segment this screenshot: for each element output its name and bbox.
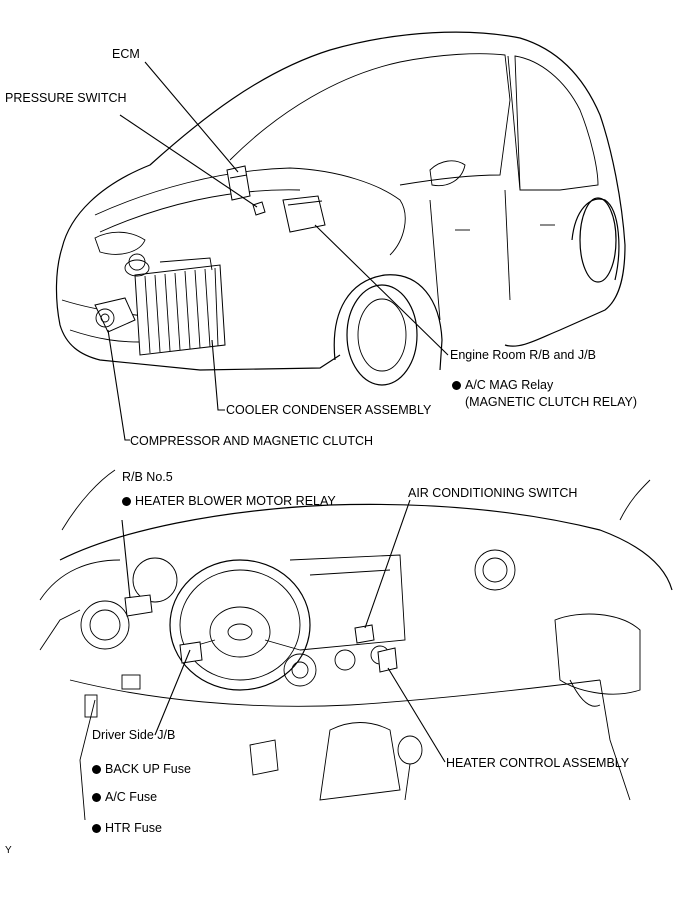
backup-fuse-label: BACK UP Fuse bbox=[92, 762, 191, 777]
pressure-switch-label: PRESSURE SWITCH bbox=[5, 91, 127, 105]
rb-no5-label: R/B No.5 bbox=[122, 470, 173, 484]
driver-side-jb-label: Driver Side J/B bbox=[92, 728, 176, 742]
compressor-clutch-label: COMPRESSOR AND MAGNETIC CLUTCH bbox=[130, 434, 374, 448]
ac-mag-relay-label: A/C MAG Relay bbox=[452, 378, 553, 393]
htr-fuse-label: HTR Fuse bbox=[92, 821, 162, 836]
ac-switch-label: AIR CONDITIONING SWITCH bbox=[408, 486, 578, 500]
corner-mark: Y bbox=[5, 845, 12, 856]
engine-room-rb-jb-label: Engine Room R/B and J/B bbox=[450, 348, 596, 362]
ecm-label: ECM bbox=[112, 47, 140, 61]
magnetic-clutch-relay-label: (MAGNETIC CLUTCH RELAY) bbox=[465, 395, 638, 409]
heater-control-label: HEATER CONTROL ASSEMBLY bbox=[446, 756, 630, 770]
cooler-condenser-label: COOLER CONDENSER ASSEMBLY bbox=[226, 403, 432, 417]
heater-blower-relay-label: HEATER BLOWER MOTOR RELAY bbox=[122, 494, 336, 509]
ac-fuse-label: A/C Fuse bbox=[92, 790, 157, 805]
